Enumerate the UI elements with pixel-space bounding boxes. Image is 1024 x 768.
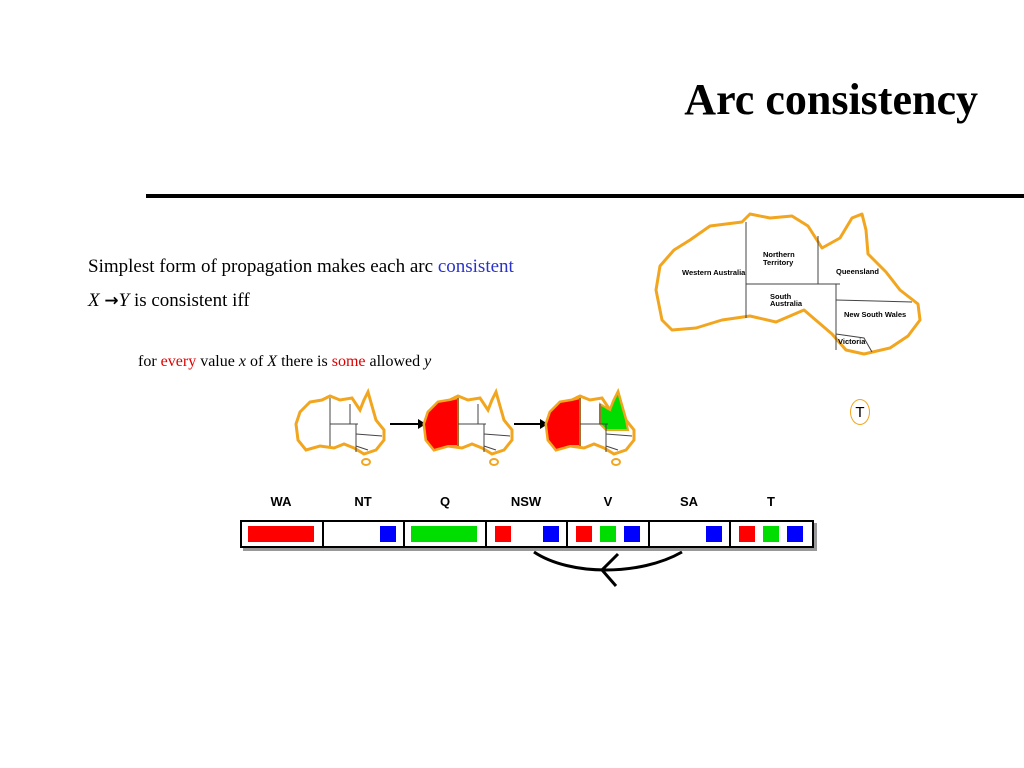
domain-cell-q — [405, 522, 487, 546]
cond-part: for — [138, 353, 161, 370]
bullet-text: is consistent iff — [129, 290, 250, 311]
arc-arrowhead-icon — [599, 552, 620, 587]
swatch-red — [248, 526, 314, 542]
map-label-sa: South — [770, 292, 792, 301]
mini-map-wa-red — [422, 390, 514, 466]
domain-header-nsw: NSW — [510, 494, 542, 509]
map-label-nt: Northern — [763, 250, 795, 259]
domain-header-sa: SA — [679, 494, 699, 509]
title-rule — [146, 194, 1024, 198]
domain-header-v: V — [603, 494, 613, 509]
every-highlight: every — [160, 353, 197, 370]
map-label-nsw: New South Wales — [844, 310, 906, 319]
bullet-arc-definition: X →Y is consistent iff — [88, 290, 250, 312]
propagation-arrow-icon — [514, 419, 548, 429]
domain-header-nt: NT — [354, 494, 372, 509]
domain-cell-sa — [650, 522, 731, 546]
mini-map-wa-red-q-green — [544, 389, 636, 466]
var-y: Y — [118, 290, 130, 311]
swatch-red — [739, 526, 755, 542]
domain-table — [240, 520, 814, 548]
propagation-arrow-icon — [390, 419, 426, 429]
domain-cell-nt — [324, 522, 405, 546]
swatch-blue — [380, 526, 396, 542]
domain-header-t: T — [767, 494, 775, 509]
var-x-lower: x — [238, 353, 246, 370]
cond-part: of — [245, 353, 268, 370]
australia-map: Western Australia Northern Territory Que… — [654, 212, 922, 356]
arc-arrow — [533, 550, 683, 587]
map-label-nt-2: Territory — [763, 258, 794, 267]
swatch-blue — [543, 526, 559, 542]
swatch-blue — [706, 526, 722, 542]
map-label-v: Victoria — [838, 337, 866, 346]
consistent-highlight: consistent — [437, 256, 514, 277]
map-label-sa-2: Australia — [770, 299, 803, 308]
right-arrow-icon: → — [104, 291, 119, 311]
tasmania-label: T — [850, 399, 870, 425]
domain-cell-nsw — [487, 522, 568, 546]
bullet-propagation: Simplest form of propagation makes each … — [88, 256, 514, 278]
cond-part: there is — [277, 353, 332, 370]
domain-cell-t — [731, 522, 812, 546]
swatch-blue — [624, 526, 640, 542]
domain-cell-wa — [242, 522, 324, 546]
swatch-green — [411, 526, 477, 542]
domain-header-wa: WA — [270, 494, 292, 509]
swatch-green — [763, 526, 779, 542]
cond-part: value — [196, 353, 239, 370]
domain-cell-v — [568, 522, 650, 546]
map-label-q: Queensland — [836, 267, 879, 276]
swatch-red — [495, 526, 511, 542]
domain-header-q: Q — [439, 494, 451, 509]
swatch-blue — [787, 526, 803, 542]
var-x: X — [88, 290, 100, 311]
var-y-lower: y — [424, 353, 432, 370]
slide-title: Arc consistency — [684, 75, 978, 124]
mini-map-initial — [294, 390, 386, 466]
var-x-upper: X — [267, 353, 278, 370]
swatch-green — [600, 526, 616, 542]
cond-part: allowed — [365, 353, 425, 370]
bullet-text: Simplest form of propagation makes each … — [88, 256, 438, 277]
some-highlight: some — [331, 353, 366, 370]
swatch-red — [576, 526, 592, 542]
propagation-sequence — [294, 389, 636, 466]
condition-text: for every value x of X there is some all… — [138, 353, 431, 371]
map-label-wa: Western Australia — [682, 268, 746, 277]
